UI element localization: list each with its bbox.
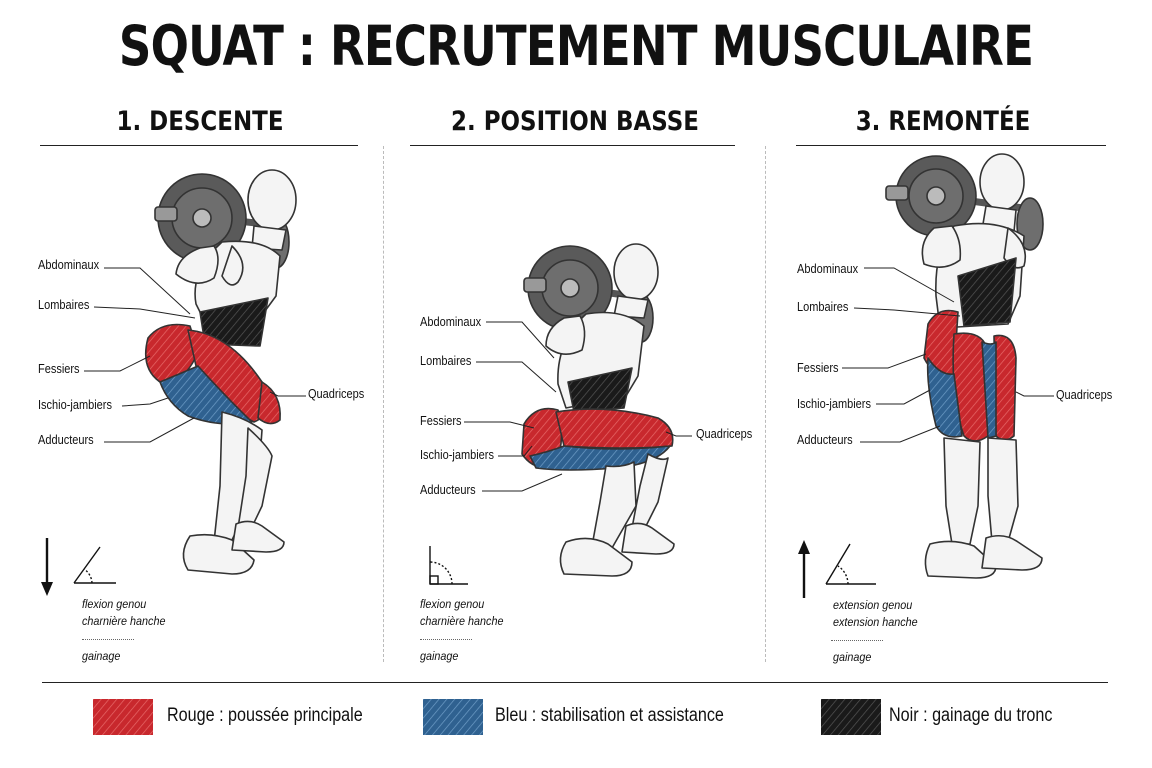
label-adducteurs: Adducteurs <box>797 433 853 447</box>
heading-rule <box>40 145 358 146</box>
down-arrow <box>41 538 53 596</box>
note-divider <box>82 639 134 640</box>
label-quadriceps: Quadriceps <box>308 387 365 401</box>
label-abdominaux: Abdominaux <box>420 315 482 329</box>
gainage-note: gainage <box>420 649 459 663</box>
page-title: SQUAT : RECRUTEMENT MUSCULAIRE <box>118 14 1034 78</box>
label-quadriceps: Quadriceps <box>696 427 753 441</box>
heading-rule <box>796 145 1106 146</box>
squat-descent-figure <box>41 169 306 596</box>
legend-rule <box>42 682 1108 683</box>
panel-divider <box>765 146 766 662</box>
movement-notes: flexion genou charnière hanche <box>420 597 504 628</box>
label-quadriceps: Quadriceps <box>1056 388 1113 402</box>
label-ischio-jambiers: Ischio-jambiers <box>38 398 112 412</box>
up-arrow <box>798 540 810 598</box>
squat-bottom-figure <box>429 243 692 585</box>
heading-rule <box>410 145 735 146</box>
legend-swatch-black <box>821 699 881 735</box>
label-fessiers: Fessiers <box>420 414 462 428</box>
acute-angle-icon <box>825 543 876 585</box>
right-angle-icon <box>429 546 468 585</box>
label-adducteurs: Adducteurs <box>38 433 94 447</box>
legend-label-blue: Bleu : stabilisation et assistance <box>495 705 724 726</box>
label-fessiers: Fessiers <box>38 362 80 376</box>
note-divider <box>831 640 883 641</box>
legend-swatch-red <box>93 699 153 735</box>
gainage-note: gainage <box>833 650 872 664</box>
label-abdominaux: Abdominaux <box>38 258 100 272</box>
panel-descente: Abdominaux Lombaires Fessiers Ischio-jam… <box>0 146 380 663</box>
acute-angle-icon <box>73 546 116 584</box>
panel-heading-remontee: 3. REMONTÉE <box>855 106 1031 137</box>
movement-notes: extension genou extension hanche <box>833 598 918 629</box>
label-adducteurs: Adducteurs <box>420 483 476 497</box>
squat-ascent-figure <box>798 153 1054 598</box>
panel-remontee: Abdominaux Lombaires Fessiers Ischio-jam… <box>768 146 1148 664</box>
label-fessiers: Fessiers <box>797 361 839 375</box>
note-divider <box>420 639 472 640</box>
gainage-note: gainage <box>82 649 121 663</box>
label-abdominaux: Abdominaux <box>797 262 859 276</box>
label-lombaires: Lombaires <box>420 354 472 368</box>
panel-position-basse: Abdominaux Lombaires Fessiers Ischio-jam… <box>386 146 766 663</box>
movement-notes: flexion genou charnière hanche <box>82 597 166 628</box>
label-lombaires: Lombaires <box>797 300 849 314</box>
legend-swatch-blue <box>423 699 483 735</box>
label-ischio-jambiers: Ischio-jambiers <box>420 448 494 462</box>
label-ischio-jambiers: Ischio-jambiers <box>797 397 871 411</box>
panel-divider <box>383 146 384 662</box>
label-lombaires: Lombaires <box>38 298 90 312</box>
legend-label-red: Rouge : poussée principale <box>167 705 363 726</box>
panel-heading-position-basse: 2. POSITION BASSE <box>451 106 699 137</box>
legend-label-black: Noir : gainage du tronc <box>889 705 1053 726</box>
panel-heading-descente: 1. DESCENTE <box>116 106 284 137</box>
